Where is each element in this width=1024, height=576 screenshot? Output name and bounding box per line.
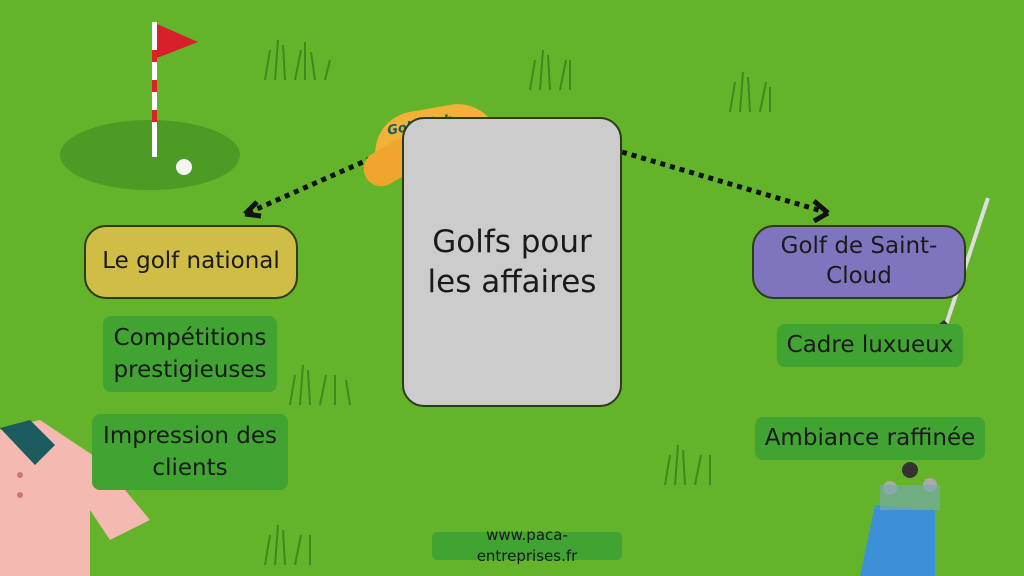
- footer-link[interactable]: www.paca-entreprises.fr: [476, 526, 578, 565]
- right-title: Golf de Saint-Cloud: [780, 233, 938, 289]
- grass-icons: [264, 39, 771, 566]
- left-title: Le golf national: [102, 248, 280, 275]
- left-item-2: Impression des clients: [92, 414, 288, 490]
- golf-flag-icon: [60, 22, 240, 190]
- right-item-2: Ambiance raffinée: [755, 417, 985, 460]
- left-item-1: Compétitions prestigieuses: [103, 316, 277, 392]
- left-title-node: Le golf national: [84, 225, 298, 299]
- golf-shirt-icon: [0, 420, 150, 576]
- leaf-label: Impression des clients: [103, 422, 277, 481]
- golf-bag-icon: [860, 462, 940, 576]
- arrow-right: [621, 149, 826, 215]
- leaf-label: Compétitions prestigieuses: [113, 324, 267, 383]
- leaf-label: Cadre luxueux: [786, 332, 954, 359]
- center-label: Golfs pour les affaires: [427, 223, 597, 300]
- leaf-label: Ambiance raffinée: [764, 425, 976, 452]
- right-title-node: Golf de Saint-Cloud: [752, 225, 966, 299]
- center-node: Golfs pour les affaires: [402, 117, 622, 407]
- right-item-1: Cadre luxueux: [777, 324, 963, 367]
- footer-url[interactable]: www.paca-entreprises.fr: [432, 526, 622, 565]
